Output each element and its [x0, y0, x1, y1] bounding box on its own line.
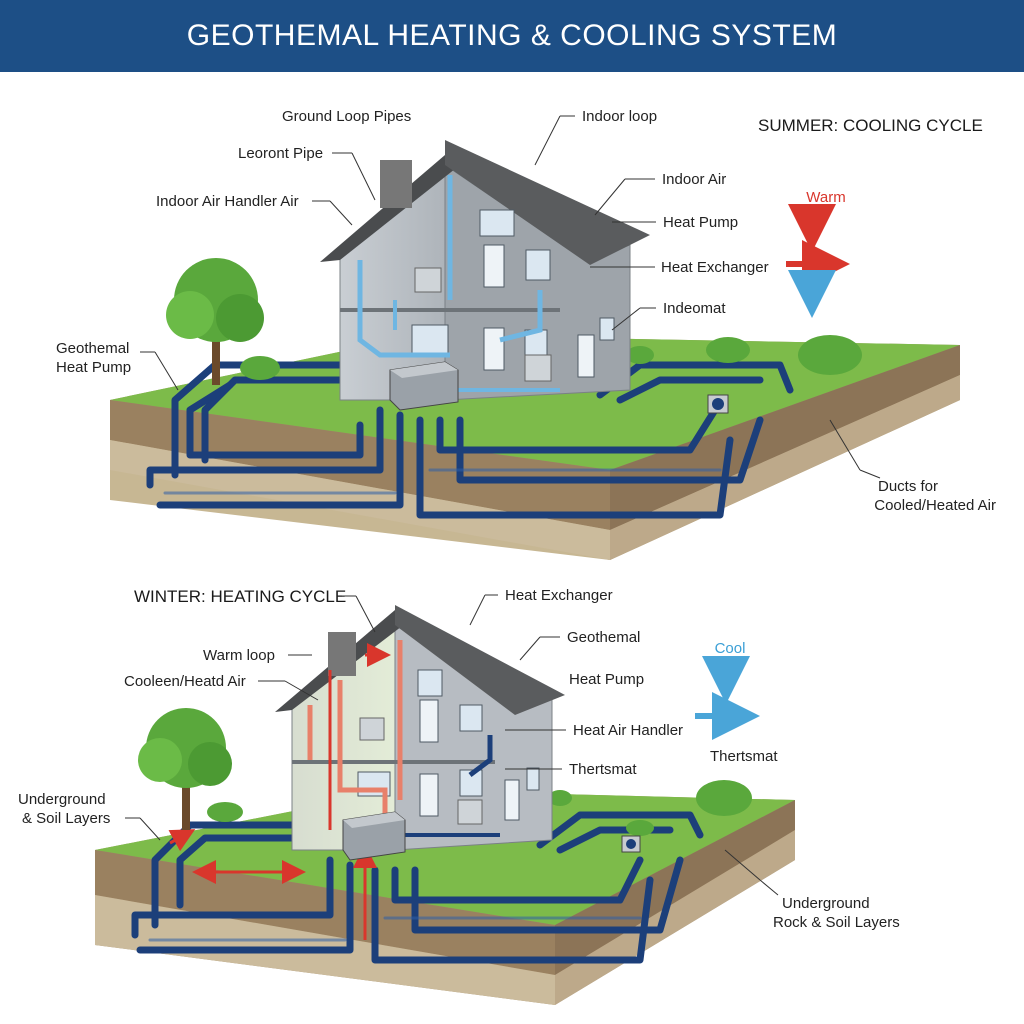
label-heat-exchanger-winter: Heat Exchanger — [505, 587, 613, 604]
label-indoor-air-handler: Indoor Air Handler Air — [156, 193, 299, 210]
summer-flow-arrows — [786, 210, 838, 306]
label-geothermal-heat-pump-1: Geothemal — [56, 340, 129, 357]
label-ducts-1: Ducts for — [878, 478, 938, 495]
label-underground-soil-1: Underground — [18, 791, 106, 808]
winter-cool-label: Cool — [715, 640, 746, 657]
label-thertsmat-right: Thertsmat — [710, 748, 778, 765]
label-underground-rock-1: Underground — [782, 895, 870, 912]
label-cooleen-air: Cooleen/Heatd Air — [124, 673, 246, 690]
label-heat-pump-winter: Heat Pump — [569, 671, 644, 688]
label-warm-loop: Warm loop — [203, 647, 275, 664]
label-heat-exchanger: Heat Exchanger — [661, 259, 769, 276]
label-underground-soil-2: & Soil Layers — [22, 810, 110, 827]
winter-cycle-label: WINTER: HEATING CYCLE — [134, 587, 346, 606]
winter-scene — [95, 605, 795, 1005]
label-indoor-air: Indoor Air — [662, 171, 726, 188]
label-heat-air-handler: Heat Air Handler — [573, 722, 683, 739]
label-indoor-loop: Indoor loop — [582, 108, 657, 125]
label-indeomat: Indeomat — [663, 300, 726, 317]
label-ground-loop-pipes: Ground Loop Pipes — [282, 108, 411, 125]
winter-flow-arrows — [695, 660, 748, 716]
summer-warm-label: Warm — [806, 189, 845, 206]
label-geothermal-heat-pump-2: Heat Pump — [56, 359, 131, 376]
label-geothemal: Geothemal — [567, 629, 640, 646]
label-ducts-2: Cooled/Heated Air — [874, 497, 996, 514]
label-leoront-pipe: Leoront Pipe — [238, 145, 323, 162]
label-thertsmat: Thertsmat — [569, 761, 637, 778]
label-heat-pump: Heat Pump — [663, 214, 738, 231]
summer-cycle-label: SUMMER: COOLING CYCLE — [758, 116, 983, 135]
label-underground-rock-2: Rock & Soil Layers — [773, 914, 900, 931]
